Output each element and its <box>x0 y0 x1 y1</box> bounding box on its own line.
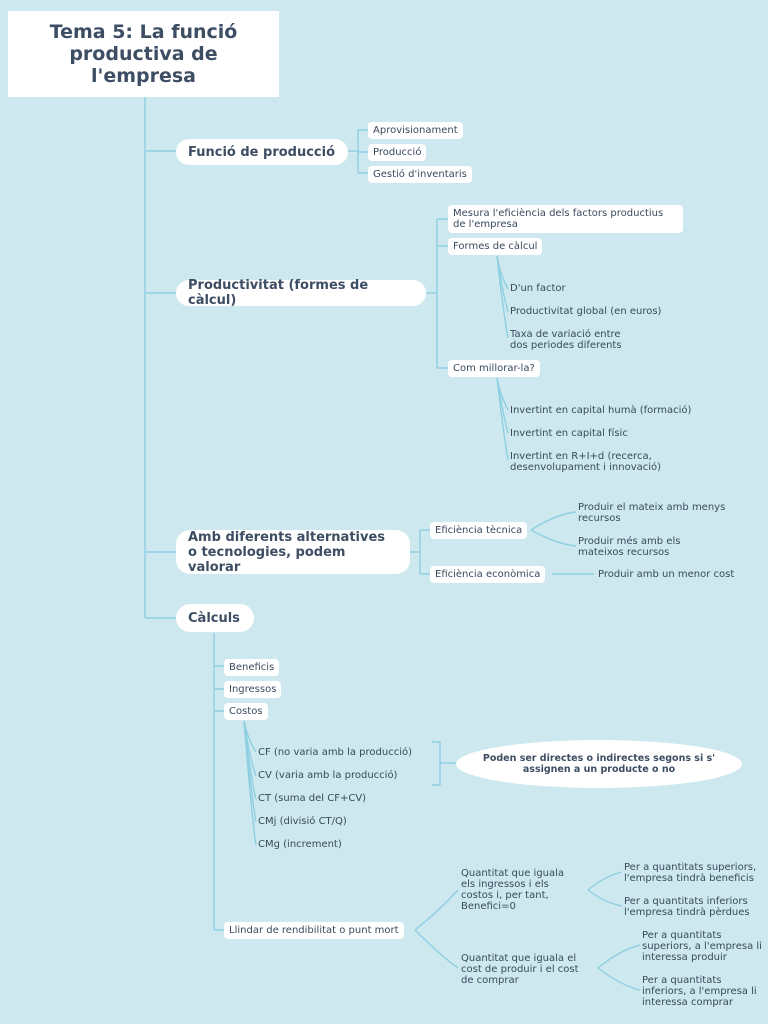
leaf-costos[interactable]: Costos <box>224 703 268 720</box>
node-label: Productivitat (formes de càlcul) <box>188 278 369 308</box>
leaf-produccio[interactable]: Producció <box>368 144 427 161</box>
item-superiors-beneficis: Per a quantitats superiors, l'empresa ti… <box>624 862 757 884</box>
leaf-com-millorar[interactable]: Com millorar-la? <box>448 360 540 377</box>
node-label: Amb diferents alternatives o tecnologies… <box>188 529 386 575</box>
note-directes-indirectes: Poden ser directes o indirectes segons s… <box>456 740 742 788</box>
leaf-label: Mesura l'eficiència dels factors product… <box>453 208 664 230</box>
item-capital-fisic: Invertint en capital físic <box>510 428 628 439</box>
item-menor-cost: Produir amb un menor cost <box>598 569 735 580</box>
leaf-llindar-rendibilitat[interactable]: Llindar de rendibilitat o punt mort <box>224 922 404 939</box>
item-taxa-variacio: Taxa de variació entre dos periodes dife… <box>510 329 622 351</box>
item-inferiors-perdues: Per a quantitats inferiors l'empresa tin… <box>624 896 750 918</box>
leaf-eficiencia-economica[interactable]: Eficiència econòmica <box>430 566 546 583</box>
node-label: Càlculs <box>188 610 240 626</box>
item-dun-factor: D'un factor <box>510 283 566 294</box>
item-productivitat-global: Productivitat global (en euros) <box>510 306 662 317</box>
item-inferiors-comprar: Per a quantitats inferiors, a l'empresa … <box>642 975 757 1008</box>
item-mateix-menys: Produir el mateix amb menys recursos <box>578 502 726 524</box>
item-cmg: CMg (increment) <box>258 839 342 850</box>
item-cv: CV (varia amb la producció) <box>258 770 398 781</box>
item-superiors-produir: Per a quantitats superiors, a l'empresa … <box>642 930 762 963</box>
item-rid: Invertint en R+I+d (recerca, desenvolupa… <box>510 451 662 473</box>
item-mes-mateixos: Produir més amb els mateixos recursos <box>578 536 681 558</box>
leaf-ingressos[interactable]: Ingressos <box>224 681 282 698</box>
leaf-eficiencia-tecnica[interactable]: Eficiència tècnica <box>430 522 528 539</box>
page-title: Tema 5: La funció productiva de l'empres… <box>8 11 279 97</box>
item-ct: CT (suma del CF+CV) <box>258 793 367 804</box>
node-productivitat[interactable]: Productivitat (formes de càlcul) <box>176 278 426 308</box>
note-label: Poden ser directes o indirectes segons s… <box>482 753 716 775</box>
item-capital-huma: Invertint en capital humà (formació) <box>510 405 692 416</box>
leaf-beneficis[interactable]: Beneficis <box>224 659 280 676</box>
item-cf: CF (no varia amb la producció) <box>258 747 413 758</box>
leaf-mesura[interactable]: Mesura l'eficiència dels factors product… <box>448 205 683 233</box>
item-quantitat-benefici: Quantitat que iguala els ingressos i els… <box>461 868 565 912</box>
leaf-gestio-inventaris[interactable]: Gestió d'inventaris <box>368 166 472 183</box>
node-label: Funció de producció <box>188 144 336 160</box>
node-calculs[interactable]: Càlculs <box>176 604 254 632</box>
item-cmj: CMj (divisió CT/Q) <box>258 816 347 827</box>
leaf-aprovisionament[interactable]: Aprovisionament <box>368 122 463 139</box>
item-quantitat-produir-comprar: Quantitat que iguala el cost de produir … <box>461 953 579 986</box>
node-alternatives[interactable]: Amb diferents alternatives o tecnologies… <box>176 529 410 575</box>
leaf-formes-calcul[interactable]: Formes de càlcul <box>448 238 543 255</box>
node-funcio-produccio[interactable]: Funció de producció <box>176 139 348 165</box>
